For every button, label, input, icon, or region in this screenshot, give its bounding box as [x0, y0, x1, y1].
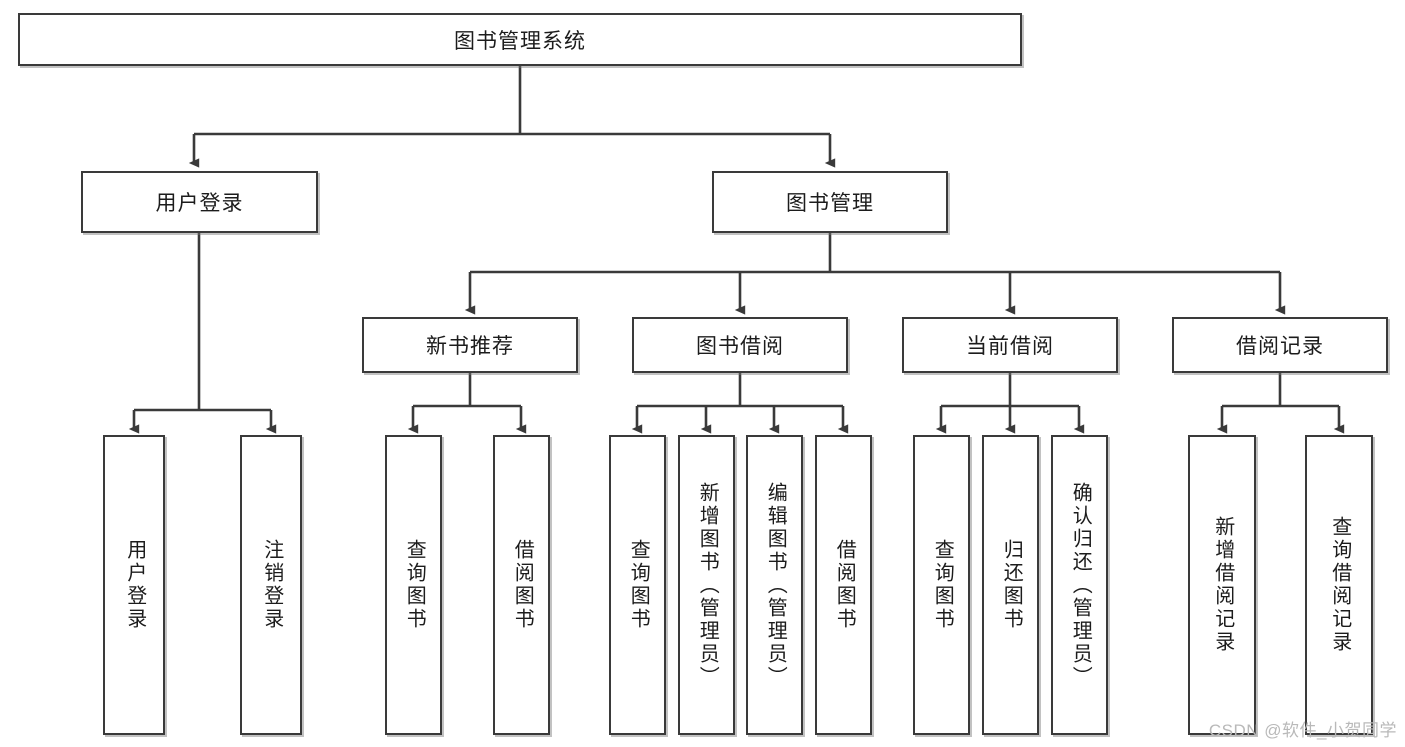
leaf-record-query-record[interactable]: 查询借阅记录 [1305, 435, 1373, 735]
leaf-recommend-borrow-book[interactable]: 借阅图书 [493, 435, 550, 735]
node-root[interactable]: 图书管理系统 [18, 13, 1022, 66]
leaf-user-login-login[interactable]: 用户登录 [103, 435, 165, 735]
leaf-record-add-record[interactable]: 新增借阅记录 [1188, 435, 1256, 735]
node-label: 用户登录 [155, 192, 244, 215]
node-label: 图书借阅 [696, 335, 784, 358]
node-label: 图书管理 [786, 192, 874, 215]
node-new-book-recommend[interactable]: 新书推荐 [362, 317, 578, 373]
leaf-label: 查询图书 [931, 539, 954, 631]
node-label: 新书推荐 [426, 335, 514, 358]
leaf-label: 查询图书 [627, 539, 650, 631]
node-label: 图书管理系统 [454, 29, 586, 53]
leaf-label: 查询借阅记录 [1328, 516, 1351, 654]
leaf-current-query-book[interactable]: 查询图书 [913, 435, 970, 735]
leaf-borrow-borrow-book[interactable]: 借阅图书 [815, 435, 872, 735]
node-user-login[interactable]: 用户登录 [81, 171, 318, 233]
node-label: 借阅记录 [1236, 335, 1324, 358]
leaf-label: 编辑图书（管理员） [764, 481, 787, 689]
leaf-recommend-query-book[interactable]: 查询图书 [385, 435, 442, 735]
leaf-current-confirm-return-admin[interactable]: 确认归还（管理员） [1051, 435, 1108, 735]
node-book-borrow[interactable]: 图书借阅 [632, 317, 848, 373]
leaf-label: 查询图书 [403, 539, 426, 631]
leaf-label: 确认归还（管理员） [1069, 481, 1092, 689]
node-label: 当前借阅 [966, 335, 1054, 358]
leaf-label: 注销登录 [260, 539, 283, 631]
leaf-label: 新增图书（管理员） [696, 481, 719, 689]
node-book-management[interactable]: 图书管理 [712, 171, 948, 233]
watermark: CSDN @软件_小贺同学 [1208, 721, 1397, 740]
node-borrow-record[interactable]: 借阅记录 [1172, 317, 1388, 373]
leaf-borrow-edit-book-admin[interactable]: 编辑图书（管理员） [746, 435, 803, 735]
leaf-label: 借阅图书 [511, 539, 534, 631]
leaf-label: 归还图书 [1000, 539, 1023, 631]
leaf-current-return-book[interactable]: 归还图书 [982, 435, 1039, 735]
leaf-borrow-add-book-admin[interactable]: 新增图书（管理员） [678, 435, 735, 735]
leaf-label: 用户登录 [123, 539, 146, 631]
leaf-label: 新增借阅记录 [1211, 516, 1234, 654]
node-current-borrow[interactable]: 当前借阅 [902, 317, 1118, 373]
leaf-label: 借阅图书 [833, 539, 856, 631]
leaf-user-login-logout[interactable]: 注销登录 [240, 435, 302, 735]
leaf-borrow-query-book[interactable]: 查询图书 [609, 435, 666, 735]
